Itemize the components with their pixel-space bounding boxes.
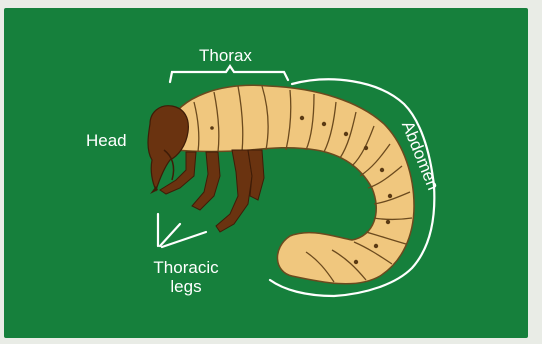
thoracic-legs-label: Thoracic legs	[138, 258, 234, 296]
thorax-label: Thorax	[199, 46, 252, 65]
legs-pointer-diagonal-2	[162, 232, 206, 247]
thorax-bracket	[170, 66, 288, 82]
thoracic-legs-label-line1: Thoracic	[138, 258, 234, 277]
head-label: Head	[86, 131, 127, 150]
larva-body	[166, 85, 414, 283]
thoracic-legs	[160, 150, 264, 232]
thoracic-legs-label-line2: legs	[138, 277, 234, 296]
